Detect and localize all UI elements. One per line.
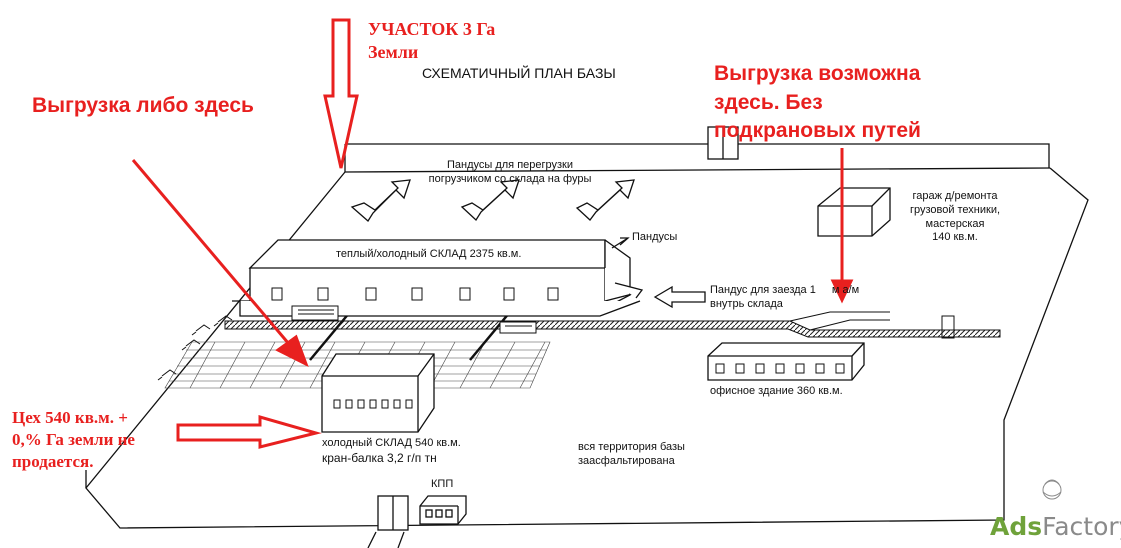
asphalt-line-1: вся территория базы: [578, 441, 685, 453]
unload-possible-line-3: подкрановых путей: [714, 119, 921, 143]
ramps-reload-label: Пандусы для перегрузки погрузчиком со ск…: [395, 159, 625, 187]
garage-line-3: мастерская: [925, 217, 985, 230]
asphalt-line-2: заасфальтирована: [578, 454, 675, 467]
plot-annotation: УЧАСТОК 3 Га Земли: [368, 18, 495, 65]
checkpoint-label: КПП: [431, 478, 454, 490]
top-gate: [707, 126, 739, 160]
watermark-suffix: Factory: [1042, 512, 1121, 541]
cold-warehouse-label: холодный СКЛАД 540 кв.м. кран-балка 3,2 …: [322, 437, 461, 466]
annotation-arrows: [131, 18, 854, 449]
ramps-label: Пандусы: [632, 231, 678, 243]
plan-title: СХЕМАТИЧНЫЙ ПЛАН БАЗЫ: [422, 65, 616, 81]
cold-warehouse-windows: [333, 399, 413, 409]
main-warehouse-windows: [271, 287, 559, 301]
unload-possible-line-1: Выгрузка возможна: [714, 62, 921, 85]
unload-possible-annotation: Выгрузка возможна здесь. Без подкрановых…: [714, 60, 921, 146]
cold-warehouse: [321, 353, 435, 433]
railway-track: [224, 311, 1001, 339]
cold-warehouse-line-2: кран-балка 3,2 г/п тн: [322, 450, 437, 465]
watermark-logo: AdsFactory: [990, 512, 1121, 541]
main-warehouse-label: теплый/холодный СКЛАД 2375 кв.м.: [336, 248, 522, 260]
ramp-arrows: [350, 179, 706, 309]
workshop-line-1: Цех 540 кв.м. +: [12, 408, 128, 427]
garage-building: [817, 187, 891, 237]
office-windows: [715, 363, 845, 374]
rail-wagon: [291, 305, 537, 334]
plot-line-1: УЧАСТОК 3 Га: [368, 19, 496, 39]
garage-label: гараж д/ремонта грузовой техники, мастер…: [892, 190, 1018, 245]
unload-here-annotation: Выгрузка либо здесь: [32, 94, 254, 117]
entrance-gate: [367, 495, 409, 548]
asphalt-label: вся территория базы заасфальтирована: [578, 441, 685, 469]
main-warehouse: [232, 239, 644, 317]
entry-ramp-line-1a: Пандус для заезда 1: [710, 284, 816, 296]
unload-possible-line-2: здесь. Без: [714, 90, 823, 114]
garage-line-1: гараж д/ремонта: [912, 190, 998, 202]
workshop-line-2: 0,% Га земли не: [12, 430, 135, 450]
ramps-reload-line-1: Пандусы для перегрузки: [446, 159, 574, 171]
cold-warehouse-line-1: холодный СКЛАД 540 кв.м.: [322, 437, 461, 449]
office-building: [707, 342, 865, 381]
checkpoint-building: [419, 495, 467, 525]
watermark-swirl: [1042, 479, 1062, 500]
garage-line-2: грузовой техники,: [909, 203, 1001, 216]
entry-ramp-label: Пандус для заезда 1 м а/м внутрь склада: [710, 284, 859, 312]
workshop-annotation: Цех 540 кв.м. + 0,% Га земли не продаетс…: [12, 407, 135, 473]
entry-ramp-line-1b: м а/м: [831, 284, 860, 296]
territory-platform: [85, 143, 1089, 529]
watermark-prefix: Ads: [990, 512, 1043, 541]
entry-ramp-line-2: внутрь склада: [710, 297, 783, 310]
ramps-reload-line-2: погрузчиком со склада на фуры: [428, 172, 592, 185]
office-label: офисное здание 360 кв.м.: [710, 385, 843, 397]
workshop-line-3: продается.: [12, 452, 94, 472]
plot-line-2: Земли: [368, 42, 419, 63]
garage-line-4: 140 кв.м.: [932, 231, 978, 244]
